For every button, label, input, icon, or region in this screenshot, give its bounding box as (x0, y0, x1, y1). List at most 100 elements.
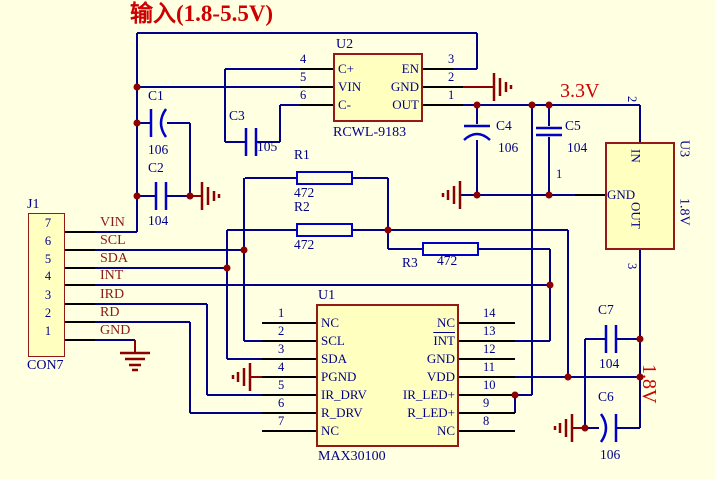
port-label-sda: SDA (100, 251, 129, 266)
u1-pin-number: 7 (278, 414, 285, 428)
u2-pin-name: VIN (338, 79, 362, 94)
u1-pin-name: IR_LED+ (402, 387, 455, 402)
port-label-scl: SCL (100, 233, 126, 248)
u1-pin-name: R_LED+ (407, 405, 455, 420)
wires (65, 32, 641, 432)
j1-pin-number: 5 (44, 252, 52, 266)
j1-pin-number: 6 (44, 234, 52, 248)
c5-designator: C5 (565, 118, 581, 133)
u3-pin-name: GND (607, 187, 636, 202)
u1-pin-number: 9 (483, 396, 490, 410)
u1-pin-name: NC (321, 423, 340, 438)
u1-pin-number: 10 (483, 378, 496, 392)
c3-value: 105 (257, 139, 278, 154)
u1-designator: U1 (318, 288, 336, 303)
u1-part: MAX30100 (318, 449, 386, 464)
c3-designator: C3 (229, 108, 245, 123)
u1-pin-number: 13 (483, 324, 496, 338)
j1-part: CON7 (27, 358, 64, 373)
u1-pin-number: 8 (483, 414, 490, 428)
c4-designator: C4 (496, 118, 512, 133)
j1-pin-number: 2 (44, 306, 52, 320)
ground-symbols (120, 73, 574, 442)
u2-pin-number: 6 (300, 88, 307, 102)
u1-pin-name: NC (436, 423, 455, 438)
u2-pin-number: 5 (300, 70, 307, 84)
port-label-rd: RD (100, 305, 120, 320)
c5-value: 104 (567, 140, 588, 155)
u1-pin-number: 12 (483, 342, 496, 356)
c2-value: 104 (148, 213, 169, 228)
port-label-int: INT (100, 268, 124, 283)
u1-pin-name: R_DRV (321, 405, 363, 420)
u2-pin-name: C+ (338, 61, 355, 76)
r3-value: 472 (437, 253, 458, 268)
c4-value: 106 (498, 140, 519, 155)
u2-part: RCWL-9183 (333, 125, 407, 140)
capacitor-symbols (149, 108, 618, 443)
c6-designator: C6 (598, 389, 614, 404)
j1-pin-number: 4 (44, 269, 52, 283)
u1-pin-number: 2 (278, 324, 285, 338)
u3-designator: U3 (676, 140, 692, 158)
c7-designator: C7 (598, 302, 614, 317)
u1-pin-number: 3 (278, 342, 285, 356)
u1-pin-number: 5 (278, 378, 285, 392)
u2-pin-number: 3 (448, 52, 455, 66)
j1-pin-number: 7 (44, 216, 52, 230)
r1-value: 472 (294, 185, 315, 200)
u1-pin-number: 4 (278, 360, 285, 374)
u2-pin-name: C- (338, 97, 351, 112)
u2-pin-name: OUT (392, 97, 419, 112)
u2-pin-number: 2 (448, 70, 455, 84)
net-label-3v3: 3.3V (560, 80, 600, 102)
j1-pin-number: 1 (44, 324, 52, 338)
c1-value: 106 (148, 142, 169, 157)
ic-u1-body[interactable] (316, 304, 459, 447)
u2-pin-name: EN (401, 61, 419, 76)
port-label-ird: IRD (100, 287, 125, 302)
ic-u2-body[interactable] (333, 53, 423, 122)
u1-pin-number: 11 (483, 360, 496, 374)
u3-pin-name: OUT (628, 202, 644, 229)
connector-j1-body[interactable] (28, 213, 65, 357)
net-label-1v8: 1.8V (638, 364, 660, 404)
ic-u3-body[interactable] (605, 142, 675, 250)
u3-pin-number: 1 (556, 167, 563, 181)
u3-pin-number: 3 (624, 263, 639, 270)
u1-pin-name: NC (321, 315, 340, 330)
r2-designator: R2 (294, 199, 310, 214)
u1-pin-name: GND (426, 351, 455, 366)
u1-pin-number: 14 (483, 306, 496, 320)
junction-dots (133, 83, 644, 432)
port-label-vin: VIN (100, 215, 125, 230)
c6-value: 106 (600, 447, 621, 462)
u1-pin-name-int: INT (433, 333, 455, 348)
c1-designator: C1 (148, 88, 164, 103)
u1-pin-name: SDA (321, 351, 348, 366)
c7-value: 104 (599, 356, 620, 371)
u3-pin-name: IN (628, 149, 644, 163)
resistor-symbols (296, 171, 479, 256)
u2-designator: U2 (336, 37, 354, 52)
j1-designator: J1 (27, 197, 40, 212)
u1-pin-number: 6 (278, 396, 285, 410)
u2-pin-number: 4 (300, 52, 307, 66)
u2-pin-number: 1 (448, 88, 455, 102)
u1-pin-name: IR_DRV (321, 387, 367, 402)
u3-part: 1.8V (676, 198, 692, 226)
r2-value: 472 (294, 237, 315, 252)
port-label-gnd: GND (100, 323, 131, 338)
u1-pin-number: 1 (278, 306, 285, 320)
u1-pin-name: NC (436, 315, 455, 330)
u2-pin-name: GND (390, 79, 419, 94)
u3-pin-number: 2 (624, 96, 639, 103)
c2-designator: C2 (148, 160, 164, 175)
r3-designator: R3 (402, 255, 418, 270)
j1-pin-number: 3 (44, 288, 52, 302)
u1-pin-name: SCL (321, 333, 345, 348)
r1-designator: R1 (294, 147, 310, 162)
schematic-title: 输入(1.8-5.5V) (130, 1, 274, 26)
